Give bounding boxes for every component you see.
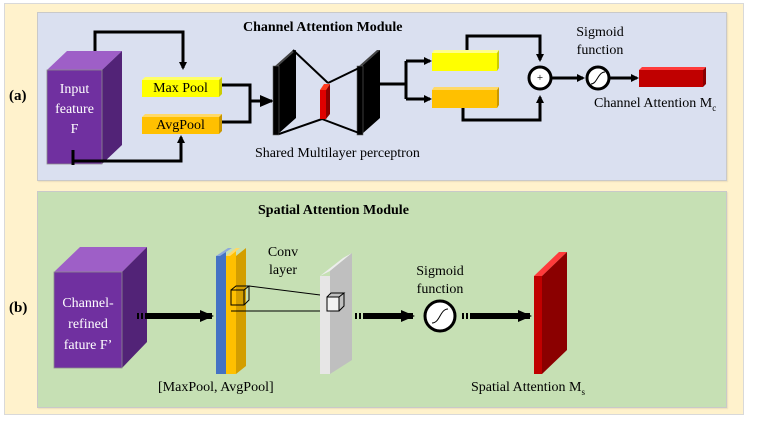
channel-attention-output [639,67,706,87]
max-pool-label: Max Pool [153,81,208,96]
shared-mlp-label: Shared Multilayer perceptron [255,146,420,161]
spatial-sigmoid-line-2: function [416,282,464,297]
spatial-attention-output [534,252,567,374]
input-feature-cube [46,51,122,165]
pooled-maps-label: [MaxPool, AvgPool] [158,380,274,395]
avg-pool-box [142,114,222,134]
channel-refined-line-3: fature F’ [63,338,113,353]
panel-label-b: (b) [9,300,28,316]
max-pool-mlp-output [432,50,499,71]
channel-attention-title: Channel Attention Module [243,20,403,35]
channel-refined-line-2: refined [68,317,108,332]
avg-pool-mlp-output [432,87,499,108]
channel-refined-feature-cube [53,247,147,369]
sum-symbol: + [536,72,544,84]
conv-layer-label: Conv layer [266,244,300,280]
channel-sigmoid-label: Sigmoid function [565,24,635,60]
sigmoid-icon-channel [585,65,611,91]
spatial-attention-panel [37,191,727,408]
conv-output-map [320,253,352,374]
channel-attention-output-label: Channel Attention Mc [594,96,716,113]
input-to-maxpool-connector [93,30,187,70]
input-feature-line-3: F [70,122,79,137]
conv-layer-line-1: Conv [267,245,299,260]
sigmoid-icon-spatial [423,299,457,333]
max-pool-box [142,77,222,97]
spatial-sigmoid-label: Sigmoid function [405,263,475,299]
panel-label-a: (a) [9,88,27,104]
feature-to-pooled-arrow [137,310,214,322]
channel-refined-feature-label: Channel- refined fature F’ [54,293,122,356]
conv-layer-line-2: layer [269,263,297,278]
outputs-to-sum-connector [461,34,544,122]
spatial-attention-output-text: Spatial Attention M [471,380,582,395]
input-feature-line-2: feature [55,102,94,117]
shared-mlp [272,49,380,136]
sigmoid-to-spatial-output-arrow [462,310,532,322]
mlp-to-outputs-connector [380,57,432,103]
avg-pool-label: AvgPool [156,118,205,133]
spatial-attention-title: Spatial Attention Module [258,203,409,218]
spatial-sigmoid-line-1: Sigmoid [416,264,464,279]
channel-attention-output-subscript: c [712,102,717,113]
pooled-feature-maps [216,248,246,374]
spatial-attention-output-label: Spatial Attention Ms [471,380,585,397]
pools-to-mlp-connector [222,83,274,124]
spatial-attention-output-subscript: s [581,386,585,397]
channel-attention-output-text: Channel Attention M [594,96,713,111]
channel-refined-line-1: Channel- [62,296,114,311]
input-feature-line-1: Input [59,82,90,97]
channel-sigmoid-line-2: function [576,43,624,58]
conv-output-cell [326,292,346,312]
conv-to-sigmoid-arrow [355,310,415,322]
input-feature-label: Input feature F [47,80,102,140]
channel-sigmoid-line-1: Sigmoid [576,25,624,40]
input-to-avgpool-connector [71,135,185,165]
